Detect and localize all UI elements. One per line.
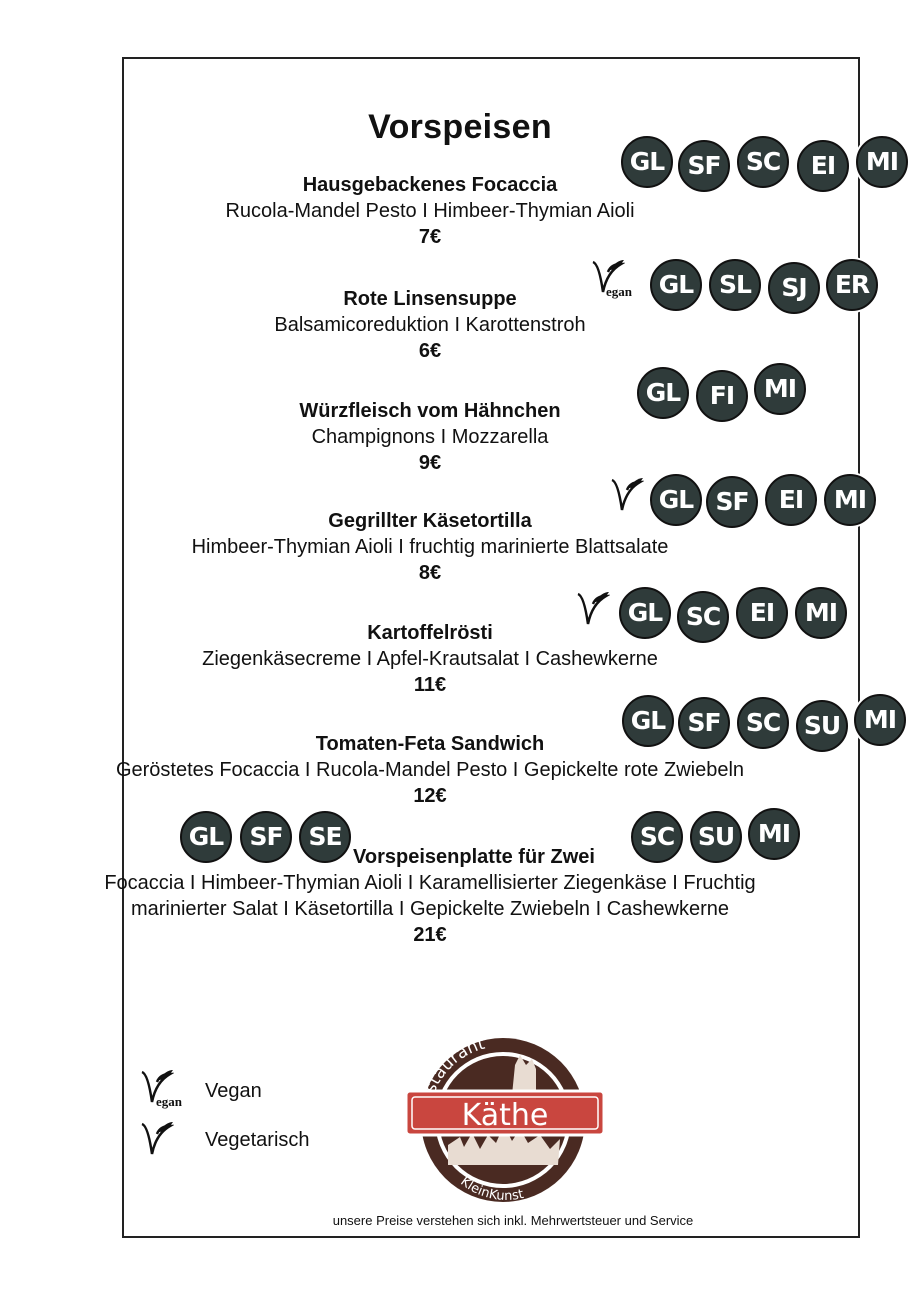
allergen-badge: MI bbox=[824, 474, 876, 526]
menu-item: Rote Linsensuppe Balsamicoreduktion I Ka… bbox=[0, 286, 920, 364]
item-description: Rucola-Mandel Pesto I Himbeer-Thymian Ai… bbox=[225, 200, 635, 222]
item-price: 12€ bbox=[413, 785, 447, 807]
item-price: 9€ bbox=[418, 452, 442, 474]
item-description: Ziegenkäsecreme I Apfel-Krautsalat I Cas… bbox=[202, 648, 658, 670]
menu-item: Gegrillter Käsetortilla Himbeer-Thymian … bbox=[0, 508, 920, 586]
allergen-badge: GL bbox=[650, 259, 702, 311]
item-description: Balsamicoreduktion I Karottenstroh bbox=[274, 314, 586, 336]
item-name: Gegrillter Käsetortilla bbox=[328, 510, 532, 532]
allergen-badge: MI bbox=[748, 808, 800, 860]
item-price: 7€ bbox=[418, 226, 442, 248]
allergen-badge: GL bbox=[621, 136, 673, 188]
menu-item: Tomaten-Feta Sandwich Geröstetes Focacci… bbox=[0, 731, 920, 809]
allergen-badge: SU bbox=[690, 811, 742, 863]
item-name: Rote Linsensuppe bbox=[343, 288, 517, 310]
item-description: Focaccia I Himbeer-Thymian Aioli I Karam… bbox=[104, 872, 756, 894]
allergen-badge: EI bbox=[765, 474, 817, 526]
legend-vegetarian-label: Vegetarisch bbox=[205, 1129, 310, 1151]
logo-name: Käthe bbox=[462, 1098, 549, 1133]
item-description: Himbeer-Thymian Aioli I fruchtig marinie… bbox=[191, 536, 669, 558]
allergen-badge: SC bbox=[631, 811, 683, 863]
allergen-badge: MI bbox=[795, 587, 847, 639]
allergen-badge: MI bbox=[854, 694, 906, 746]
item-description: marinierter Salat I Käsetortilla I Gepic… bbox=[130, 898, 730, 920]
vegan-icon bbox=[592, 260, 625, 293]
menu-item: Würzfleisch vom Hähnchen Champignons I M… bbox=[0, 398, 920, 476]
allergen-badge: SC bbox=[737, 697, 789, 749]
allergen-badge: SE bbox=[299, 811, 351, 863]
vegetarian-icon bbox=[141, 1122, 174, 1155]
item-name: Hausgebackenes Focaccia bbox=[302, 174, 558, 196]
allergen-badge: GL bbox=[622, 695, 674, 747]
allergen-badge: MI bbox=[856, 136, 908, 188]
vegan-mark-text: egan bbox=[156, 1094, 182, 1109]
item-name: Vorspeisenplatte für Zwei bbox=[353, 846, 595, 868]
allergen-badge: GL bbox=[637, 367, 689, 419]
vegetarian-icon bbox=[611, 478, 644, 511]
page-title: Vorspeisen bbox=[368, 108, 552, 146]
item-name: Kartoffelrösti bbox=[367, 622, 493, 644]
allergen-badge: SF bbox=[240, 811, 292, 863]
allergen-badge: ER bbox=[826, 259, 878, 311]
allergen-badge: SC bbox=[677, 591, 729, 643]
menu-item: Hausgebackenes Focaccia Rucola-Mandel Pe… bbox=[0, 172, 920, 250]
item-price: 21€ bbox=[413, 924, 447, 946]
allergen-badge: SU bbox=[796, 700, 848, 752]
legend-vegan-label: Vegan bbox=[205, 1080, 262, 1102]
item-price: 11€ bbox=[413, 674, 447, 696]
allergen-badge: SF bbox=[678, 140, 730, 192]
allergen-badge: FI bbox=[696, 370, 748, 422]
item-description: Champignons I Mozzarella bbox=[311, 426, 549, 448]
allergen-badge: SJ bbox=[768, 262, 820, 314]
menu-frame bbox=[122, 57, 860, 1238]
vegan-mark-text: egan bbox=[606, 284, 632, 299]
item-name: Tomaten-Feta Sandwich bbox=[315, 733, 545, 755]
menu-item: Kartoffelrösti Ziegenkäsecreme I Apfel-K… bbox=[0, 620, 920, 698]
allergen-badge: SC bbox=[737, 136, 789, 188]
price-note: unsere Preise verstehen sich inkl. Mehrw… bbox=[332, 1213, 694, 1228]
allergen-badge: SF bbox=[678, 697, 730, 749]
allergen-badge: GL bbox=[180, 811, 232, 863]
allergen-badge: EI bbox=[736, 587, 788, 639]
allergen-badge: SL bbox=[709, 259, 761, 311]
allergen-badge: SF bbox=[706, 476, 758, 528]
allergen-badge: GL bbox=[619, 587, 671, 639]
item-price: 8€ bbox=[418, 562, 442, 584]
item-name: Würzfleisch vom Hähnchen bbox=[299, 400, 561, 422]
item-description: Geröstetes Focaccia I Rucola-Mandel Pest… bbox=[115, 759, 745, 781]
allergen-badge: EI bbox=[797, 140, 849, 192]
allergen-badge: GL bbox=[650, 474, 702, 526]
vegan-icon bbox=[141, 1070, 174, 1103]
item-price: 6€ bbox=[418, 340, 442, 362]
allergen-badge: MI bbox=[754, 363, 806, 415]
menu-item: Vorspeisenplatte für Zwei Focaccia I Him… bbox=[0, 844, 920, 948]
vegetarian-icon bbox=[577, 592, 610, 625]
restaurant-logo: Restaurant KleinKunst Käthe bbox=[404, 1034, 606, 1204]
